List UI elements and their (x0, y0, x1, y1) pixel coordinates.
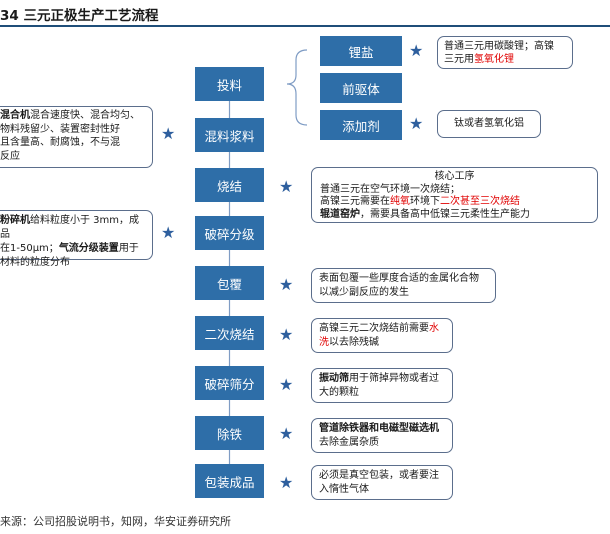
step-second-sinter: 二次烧结 (195, 316, 264, 350)
note-crushing: 粉碎机给料粒度小于 3mm，成品 在1-50μm；气流分级装置用于 材料的粒度分… (0, 210, 153, 268)
star-icon: ★ (409, 114, 424, 133)
note-screening: 振动筛用于筛掉异物或者过 大的颗粒 (311, 368, 453, 403)
material-additive: 添加剂 (320, 110, 402, 140)
step-sintering: 烧结 (195, 168, 264, 202)
note-sintering: 核心工序 普通三元在空气环境一次烧结； 高镍三元需要在纯氧环境下二次甚至三次烧结… (311, 167, 598, 223)
note-mixing: 混合机混合速度快、混合均匀、 物料残留少、装置密封性好 且含量高、耐腐蚀，不与混… (0, 106, 153, 168)
note-iron-removal: 管道除铁器和电磁型磁选机 去除金属杂质 (311, 418, 453, 453)
source-note: 来源：公司招股说明书，知网，华安证券研究所 (0, 515, 231, 528)
note-lithium: 普通三元用碳酸锂；高镍 三元用氢氧化锂 (437, 36, 573, 69)
star-icon: ★ (161, 124, 176, 143)
step-crush-classify: 破碎分级 (195, 216, 264, 250)
star-icon: ★ (161, 223, 176, 242)
note-second-sinter: 高镍三元二次烧结前需要水 洗以去除残碱 (311, 318, 453, 353)
note-packaging: 必须是真空包装，或者要注 入惰性气体 (311, 465, 453, 500)
step-feeding: 投料 (195, 67, 264, 101)
material-lithium-salt: 锂盐 (320, 36, 402, 66)
material-bracket (286, 49, 308, 126)
note-coating: 表面包覆一些厚度合适的金属化合物 以减少副反应的发生 (311, 268, 496, 303)
step-mixing: 混料浆料 (195, 118, 264, 152)
material-precursor: 前驱体 (320, 73, 402, 103)
star-icon: ★ (279, 275, 294, 294)
page-title: 34 三元正极生产工艺流程 (0, 8, 159, 24)
title-underline (0, 25, 610, 27)
step-iron-removal: 除铁 (195, 416, 264, 450)
star-icon: ★ (409, 41, 424, 60)
star-icon: ★ (279, 375, 294, 394)
star-icon: ★ (279, 473, 294, 492)
step-crush-screen: 破碎筛分 (195, 366, 264, 400)
star-icon: ★ (279, 325, 294, 344)
star-icon: ★ (279, 424, 294, 443)
star-icon: ★ (279, 177, 294, 196)
step-packaging: 包装成品 (195, 464, 264, 498)
step-coating: 包覆 (195, 266, 264, 300)
note-additive: 钛或者氢氧化铝 (437, 110, 541, 138)
